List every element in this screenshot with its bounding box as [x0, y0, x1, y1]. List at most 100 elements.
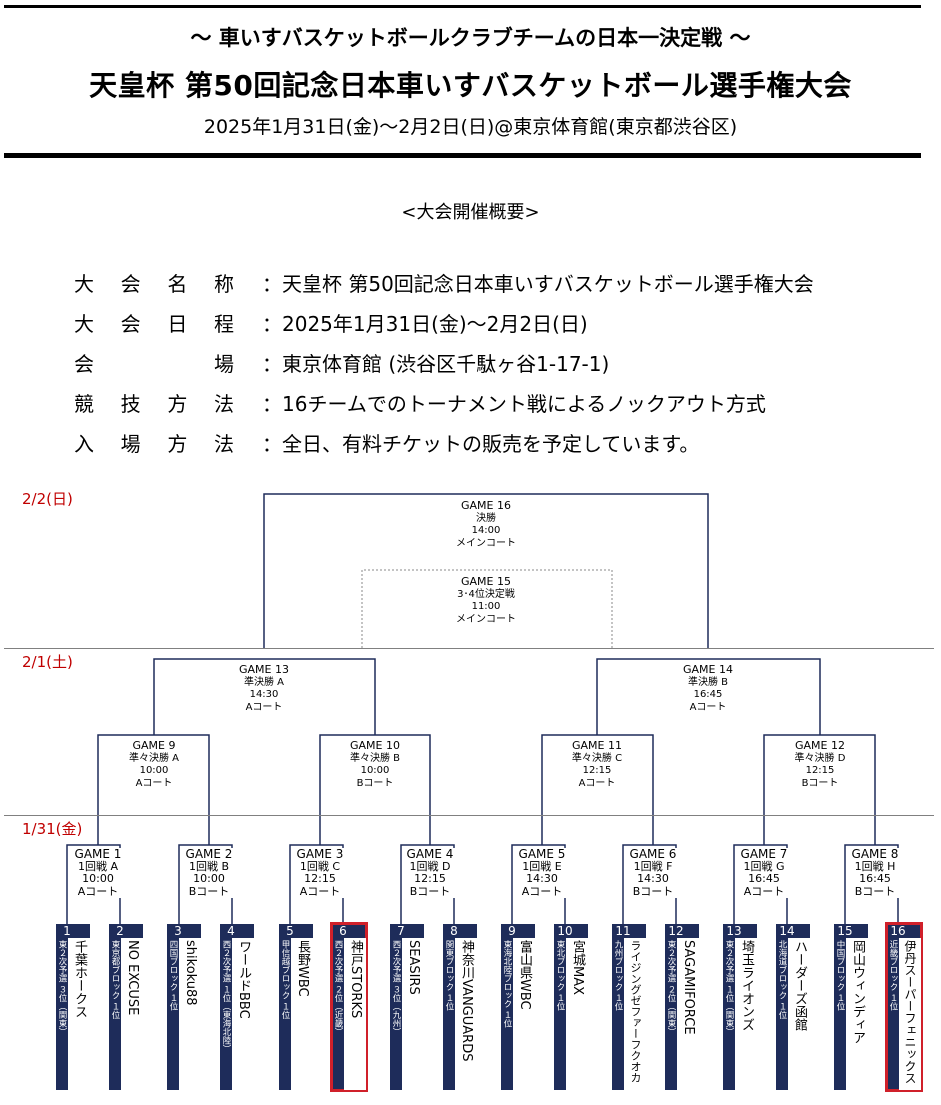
game-court: メインコート — [456, 613, 516, 625]
game-time: 12:15 — [582, 765, 612, 776]
subtitle: ～ 車いすバスケットボールクラブチームの日本一決定戦 ～ — [190, 26, 751, 50]
game-name: GAME 11 — [572, 739, 622, 752]
team-name: 神奈川VANGUARDS — [459, 940, 474, 1062]
game-round: 1回戦 E — [522, 859, 562, 873]
day-label-feb1: 2/1(土) — [22, 653, 73, 671]
game-court: メインコート — [456, 537, 516, 549]
team-name: ワールドBBC — [236, 940, 251, 1019]
team-qualification: 近畿ブロック １位 — [888, 940, 898, 1011]
team-qualification: 西２次予選 ３位（九州） — [391, 940, 401, 1037]
team-name-panel — [788, 938, 810, 1090]
team-name-panel — [846, 938, 868, 1090]
game-court: Aコート — [743, 884, 785, 898]
game-court: Aコート — [299, 884, 341, 898]
team-number: 10 — [557, 924, 573, 938]
event-dateline: 2025年1月31日(金)～2月2日(日)@東京体育館(東京都渋谷区) — [203, 116, 738, 138]
game-name: GAME 5 — [518, 847, 566, 861]
game-round: 3･4位決定戦 — [457, 588, 515, 600]
team-qualification: 関東ブロック １位 — [444, 940, 454, 1011]
game-name: GAME 7 — [740, 847, 788, 861]
game-name: GAME 10 — [350, 739, 400, 752]
game-name: GAME 6 — [629, 847, 677, 861]
team-number: 3 — [174, 924, 182, 938]
game-court: Aコート — [689, 701, 727, 713]
team-name-panel — [179, 938, 201, 1090]
game-time: 12:15 — [414, 872, 446, 885]
team-number: 4 — [227, 924, 235, 938]
team-number: 13 — [726, 924, 742, 938]
team-name-panel — [677, 938, 699, 1090]
game-name: GAME 12 — [795, 739, 845, 752]
game-court: Aコート — [521, 884, 563, 898]
team-name: shikoku88 — [183, 940, 198, 1006]
team-qualification: 東２次予選 ３位（関東） — [57, 940, 67, 1037]
team-name: ライジングゼファーフクオカ — [629, 940, 642, 1083]
team-qualification: 北海道ブロック １位 — [777, 940, 787, 1020]
team-name: 千葉ホークス — [72, 940, 87, 1018]
overview-label: 入場方法 — [74, 432, 234, 456]
team-name-panel — [899, 938, 921, 1090]
team-name-panel — [68, 938, 90, 1090]
game-round: 準々決勝 A — [128, 752, 180, 764]
team-qualification: 東２次予選 ２位（関東） — [666, 940, 676, 1037]
team-name-panel — [513, 938, 535, 1090]
game-round: 1回戦 C — [299, 859, 341, 873]
overview-value: ：東京体育館 (渋谷区千駄ヶ谷1-17-1) — [262, 352, 610, 376]
game-round: 準々決勝 C — [571, 752, 623, 764]
game-name: GAME 1 — [74, 847, 122, 861]
team-card: 7 西２次予選 ３位（九州） SEASIRS — [390, 924, 424, 1090]
team-name: ハーダーズ函館 — [792, 940, 807, 1031]
team-qualification: 四国ブロック １位 — [168, 940, 178, 1011]
team-name: 神戸STORKS — [348, 940, 363, 1019]
team-name: 富山県WBC — [517, 940, 532, 1010]
game-time: 14:30 — [526, 872, 558, 885]
game-court: Bコート — [854, 884, 896, 898]
team-name: 埼玉ライオンズ — [739, 940, 754, 1031]
game-court: Aコート — [245, 701, 283, 713]
game-round: 1回戦 B — [188, 859, 230, 873]
team-name: 伊丹スーパーフェニックス — [903, 940, 917, 1084]
page-title: 天皇杯 第50回記念日本車いすバスケットボール選手権大会 — [89, 69, 852, 102]
team-number: 7 — [397, 924, 405, 938]
team-name-panel — [735, 938, 757, 1090]
team-name-panel — [232, 938, 254, 1090]
team-number: 9 — [508, 924, 516, 938]
game-name: GAME 15 — [461, 575, 511, 588]
game-name: GAME 8 — [851, 847, 899, 861]
team-name: SEASIRS — [406, 940, 421, 995]
game-time: 10:00 — [360, 765, 390, 776]
team-name: NO EXCUSE — [125, 940, 140, 1016]
team-name-panel — [291, 938, 313, 1090]
team-name-panel — [402, 938, 424, 1090]
team-number: 6 — [339, 924, 347, 938]
header-bottom-rule — [4, 153, 921, 158]
overview-heading: <大会開催概要> — [401, 202, 540, 223]
game-round: 準々決勝 B — [349, 752, 401, 764]
top-rule — [4, 5, 921, 8]
overview-value: ：16チームでのトーナメント戦によるノックアウト方式 — [262, 392, 766, 416]
team-number: 5 — [286, 924, 294, 938]
game-time: 12:15 — [304, 872, 336, 885]
game-time: 14:30 — [249, 689, 279, 700]
team-name: 岡山ウィンディア — [850, 940, 865, 1044]
day-label-jan31: 1/31(金) — [22, 820, 83, 838]
team-qualification: 九州ブロック １位 — [613, 940, 623, 1011]
game-name: GAME 2 — [185, 847, 233, 861]
game-name: GAME 13 — [239, 663, 289, 676]
game-time: 10:00 — [139, 765, 169, 776]
game-round: 準決勝 A — [243, 676, 285, 688]
